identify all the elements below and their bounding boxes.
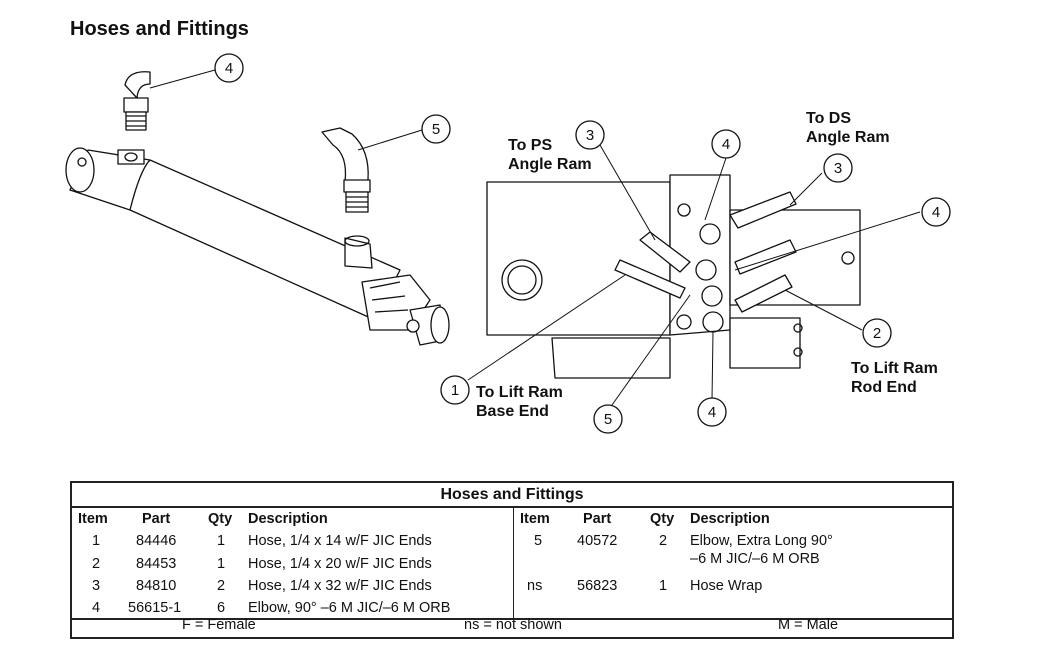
header-qty: Qty: [208, 511, 233, 527]
table-title: Hoses and Fittings: [72, 483, 952, 508]
label-to-ds-angle-ram-line2: Angle Ram: [806, 129, 890, 146]
callout-3-ps: 3: [575, 120, 605, 150]
header-description: Description: [248, 511, 328, 527]
label-to-ps-angle-ram-line2: Angle Ram: [508, 156, 592, 173]
parts-table: Hoses and Fittings Item Part Qty Descrip…: [70, 481, 954, 639]
elbow-fitting-top: [123, 71, 151, 131]
svg-text:1: 1: [451, 382, 459, 399]
legend-female: F = Female: [182, 617, 256, 633]
table-footer: F = Female ns = not shown M = Male: [72, 616, 952, 637]
header-description: Description: [690, 511, 770, 527]
hoses-fittings-diagram: 4 5 3 4 3 4 2 1 5 4 To PS Angle Ram To D…: [65, 53, 951, 434]
label-to-ps-angle-ram-line1: To PS: [508, 137, 552, 154]
svg-text:2: 2: [873, 325, 881, 342]
svg-text:4: 4: [722, 136, 730, 153]
callout-5-bottom: 5: [593, 404, 623, 434]
callout-3-ds: 3: [823, 153, 853, 183]
table-right-half: Item Part Qty Description 5 40572 2 Elbo…: [520, 511, 833, 594]
header-item: Item: [520, 511, 550, 527]
callout-4-bottom: 4: [697, 397, 727, 427]
diagram-labels: To PS Angle Ram To DS Angle Ram To Lift …: [476, 110, 938, 420]
callout-2: 2: [862, 318, 892, 348]
svg-text:4: 4: [708, 404, 716, 421]
header-part: Part: [142, 511, 171, 527]
callout-4-right: 4: [921, 197, 951, 227]
callout-1: 1: [440, 375, 470, 405]
hose-2: [734, 274, 793, 313]
legend-male: M = Male: [778, 617, 839, 633]
header-qty: Qty: [650, 511, 675, 527]
header-part: Part: [583, 511, 612, 527]
label-to-ds-angle-ram-line1: To DS: [806, 110, 851, 127]
hose-3-ps: [639, 231, 691, 273]
leader-lines: [149, 69, 921, 406]
table-body: Item Part Qty Description 1 84446 1 Hose…: [72, 508, 952, 620]
svg-text:5: 5: [604, 411, 612, 428]
label-to-lift-ram-base-line1: To Lift Ram: [476, 384, 563, 401]
elbow-fitting-extra-long: [321, 127, 371, 213]
legend-not-shown: ns = not shown: [464, 617, 562, 633]
label-to-lift-ram-rod-line2: Rod End: [851, 379, 917, 396]
svg-text:4: 4: [225, 60, 233, 77]
svg-text:5: 5: [432, 121, 440, 138]
header-item: Item: [78, 511, 108, 527]
table-left-half: Item Part Qty Description 1 84446 1 Hose…: [72, 508, 514, 618]
label-to-lift-ram-base-line2: Base End: [476, 403, 549, 420]
hose-1: [614, 259, 686, 299]
callouts: 4 5 3 4 3 4 2 1 5 4: [214, 53, 951, 434]
svg-text:3: 3: [586, 127, 594, 144]
svg-text:4: 4: [932, 204, 940, 221]
lift-cylinder: [65, 147, 450, 346]
callout-4-top: 4: [214, 53, 244, 83]
label-to-lift-ram-rod-line1: To Lift Ram: [851, 360, 938, 377]
callout-4-upper: 4: [711, 129, 741, 159]
valve-manifold: [486, 174, 861, 379]
hose-3-ds: [729, 191, 797, 229]
svg-text:3: 3: [834, 160, 842, 177]
callout-5-top: 5: [421, 114, 451, 144]
page-title: Hoses and Fittings: [70, 18, 249, 40]
